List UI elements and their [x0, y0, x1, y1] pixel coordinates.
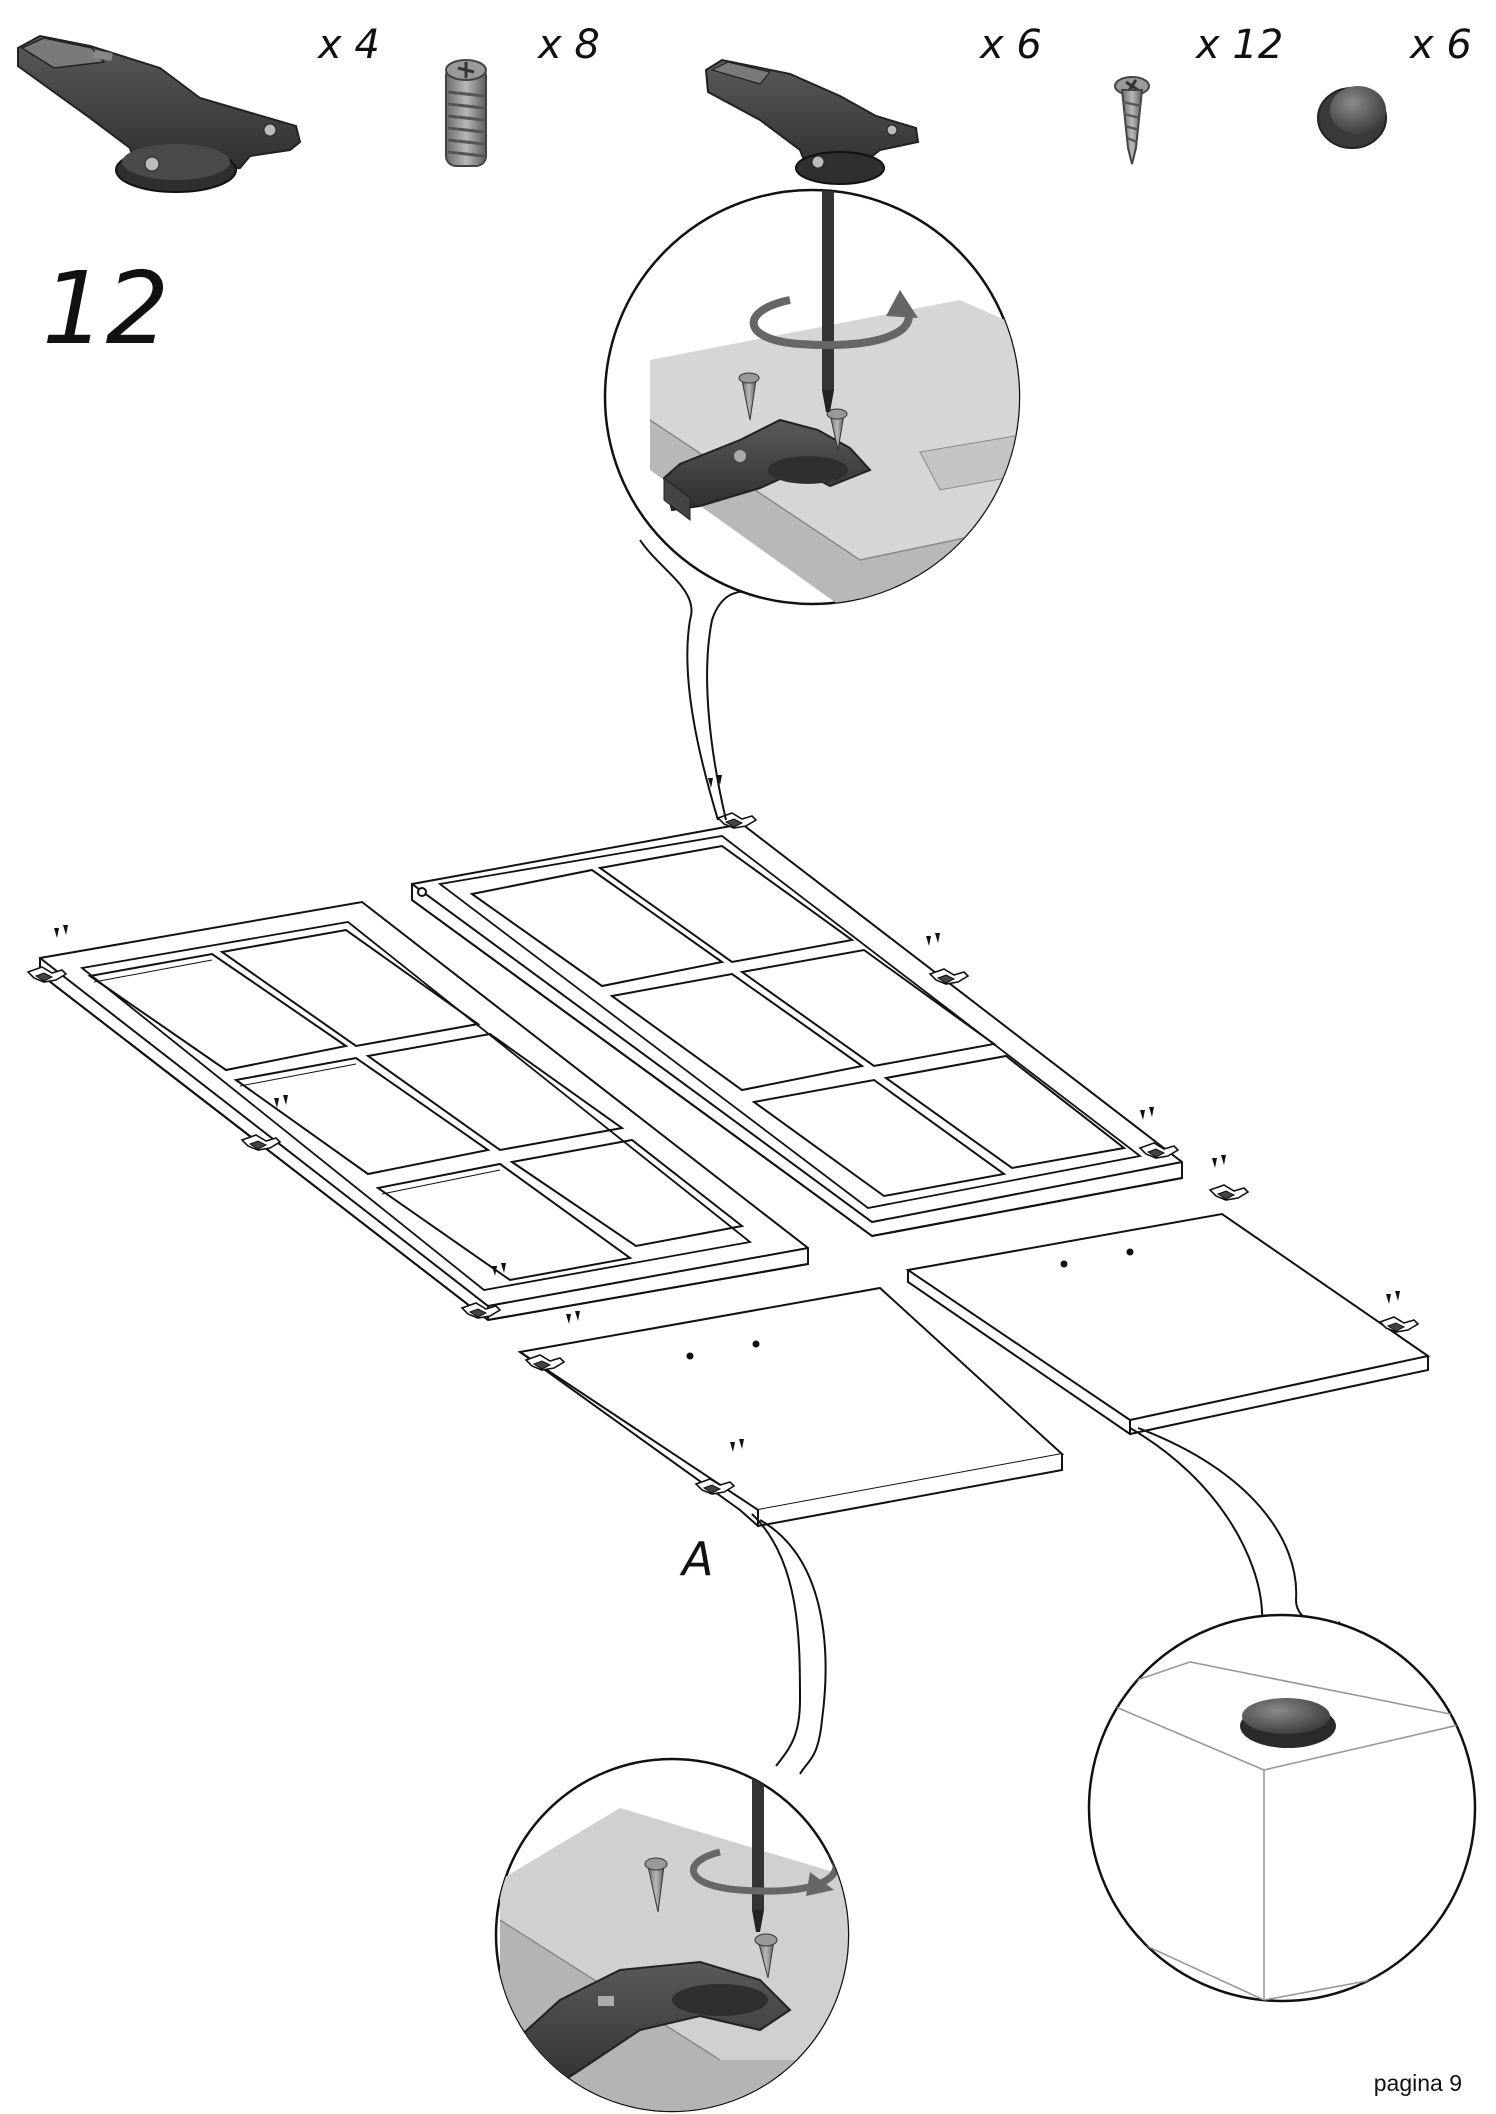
part-small-hinge — [704, 58, 920, 185]
callout-top-detail — [603, 188, 1021, 606]
part-bumper-pad — [1317, 86, 1387, 149]
callout-bumper-detail — [1087, 1613, 1477, 2003]
callout-bottom-detail — [494, 1757, 850, 2113]
qty-large-hinge: x 4 — [318, 22, 380, 68]
qty-cam-dowel: x 8 — [538, 22, 600, 68]
qty-bumper-pad: x 6 — [1410, 22, 1472, 68]
lower-right-panel — [905, 1212, 1431, 1436]
qty-wood-screw: x 12 — [1196, 22, 1284, 68]
panel-label-a: A — [682, 1532, 714, 1586]
part-wood-screw — [1114, 76, 1150, 165]
lower-left-panel — [517, 1286, 1065, 1528]
part-large-hinge — [17, 34, 302, 193]
right-door — [411, 822, 1183, 1238]
part-cam-dowel — [445, 59, 487, 167]
step-number: 12 — [42, 250, 170, 367]
page-number: pagina 9 — [1373, 2070, 1462, 2096]
qty-small-hinge: x 6 — [980, 22, 1042, 68]
